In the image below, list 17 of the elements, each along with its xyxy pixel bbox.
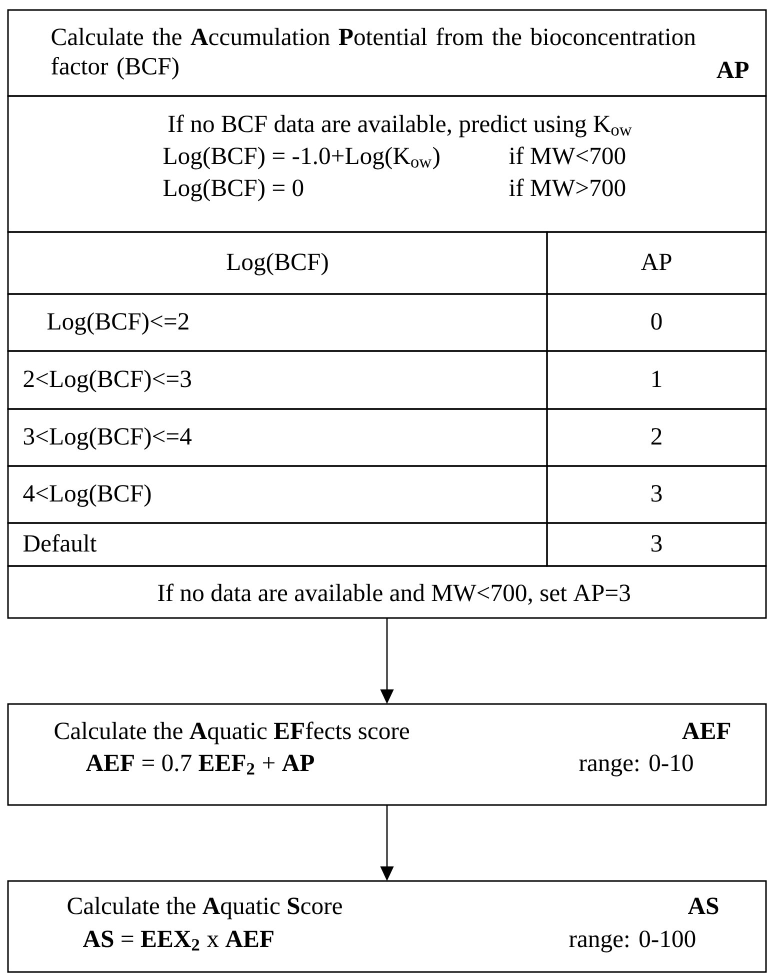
table-cell: Log(BCF)<=2 <box>7 293 548 352</box>
header-box: Calculate the Accumulation Potential from the bioconcentration factor (BCF) AP <box>7 9 767 97</box>
score-box: Calculate the Aquatic EFfects score AEF AEF = 0.7 EEF$_{2}$ + AP range: 0-10 <box>7 703 767 806</box>
table-cell: Log(BCF) <box>7 231 548 295</box>
table-cell: 4<Log(BCF) <box>7 465 548 524</box>
formula-box: If no BCF data are available, predict using K$_{ow}$ Log(BCF) = -1.0+Log(K$_{ow}$) if MW<700 Log(BCF) = 0 if MW>700 <box>7 95 767 233</box>
default-box: If no data are available and MW<700, set AP=3 <box>7 565 767 619</box>
table-cell: 2 <box>546 408 767 467</box>
table-cell: AP <box>546 231 767 295</box>
score-box: Calculate the Aquatic Score AS AS = EEX$_{2}$ x AEF range: 0-100 <box>7 880 767 973</box>
table-cell: 2<Log(BCF)<=3 <box>7 350 548 410</box>
table-cell: 3 <box>546 522 767 567</box>
table-cell: 1 <box>546 350 767 410</box>
table-cell: Default <box>7 522 548 567</box>
table-cell: 3 <box>546 465 767 524</box>
table-cell: 0 <box>546 293 767 352</box>
table-cell: 3<Log(BCF)<=4 <box>7 408 548 467</box>
